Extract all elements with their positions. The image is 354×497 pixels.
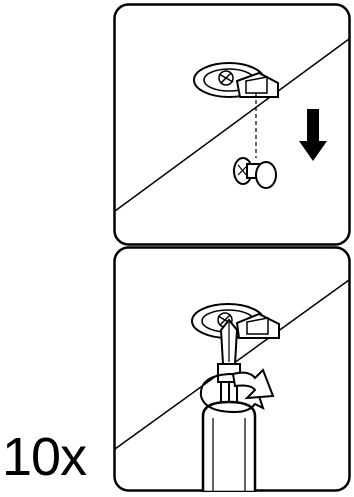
step-1-panel [113, 3, 351, 246]
step-2-panel [113, 246, 351, 492]
step-2-illustration [113, 246, 351, 492]
quantity-label: 10x [2, 425, 86, 489]
step-1-illustration [113, 3, 351, 246]
